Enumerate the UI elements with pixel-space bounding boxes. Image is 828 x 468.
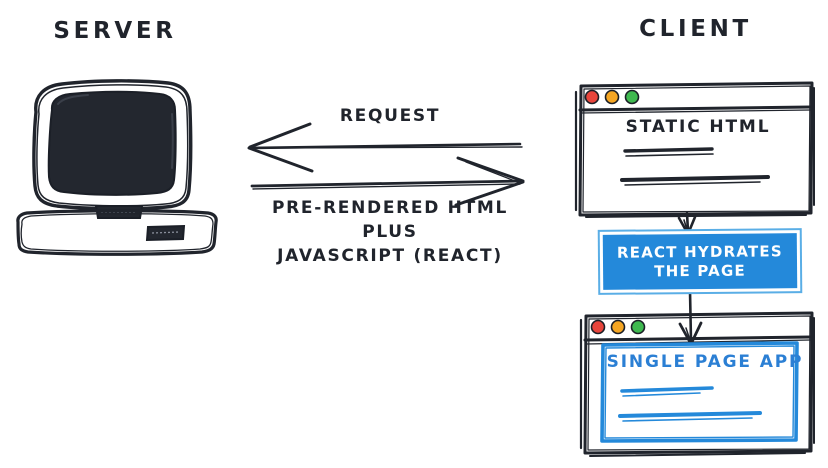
window-dots-top — [584, 89, 640, 105]
response-arrow-label-line1: PRE-RENDERED HTML — [271, 198, 509, 218]
react-hydrates-step-box: REACT HYDRATES THE PAGE — [602, 233, 798, 290]
dot-red-icon — [584, 89, 600, 105]
monitor-neck — [94, 205, 144, 219]
static-html-window-frame — [574, 81, 815, 218]
flow-arrow-to-hydrate — [677, 211, 697, 236]
disk-drive-slot — [145, 224, 186, 242]
single-page-app-window-frame — [579, 311, 815, 457]
monitor-screen — [47, 90, 177, 196]
dot-red-icon — [590, 319, 606, 335]
react-hydrates-step-label: REACT HYDRATES THE PAGE — [616, 242, 783, 280]
server-title: SERVER — [53, 18, 177, 44]
request-arrow — [247, 122, 523, 173]
response-arrow-label-line2: PLUS — [362, 222, 418, 242]
static-html-heading: STATIC HTML — [625, 117, 771, 137]
static-html-content-lines — [620, 147, 770, 186]
response-arrow-label-line3: JAVASCRIPT (REACT) — [277, 246, 503, 266]
client-title: CLIENT — [639, 16, 752, 42]
window-dots-bottom — [590, 319, 646, 335]
spa-content-lines — [618, 386, 762, 422]
request-arrow-label: REQUEST — [339, 106, 441, 126]
computer-base — [16, 209, 218, 256]
single-page-app-heading: SINGLE PAGE APP — [606, 352, 804, 372]
monitor-shell — [32, 79, 193, 211]
dot-green-icon — [624, 89, 640, 105]
dot-yellow-icon — [610, 319, 626, 335]
dot-green-icon — [630, 319, 646, 335]
dot-yellow-icon — [604, 89, 620, 105]
flow-arrow-to-spa — [678, 289, 703, 346]
